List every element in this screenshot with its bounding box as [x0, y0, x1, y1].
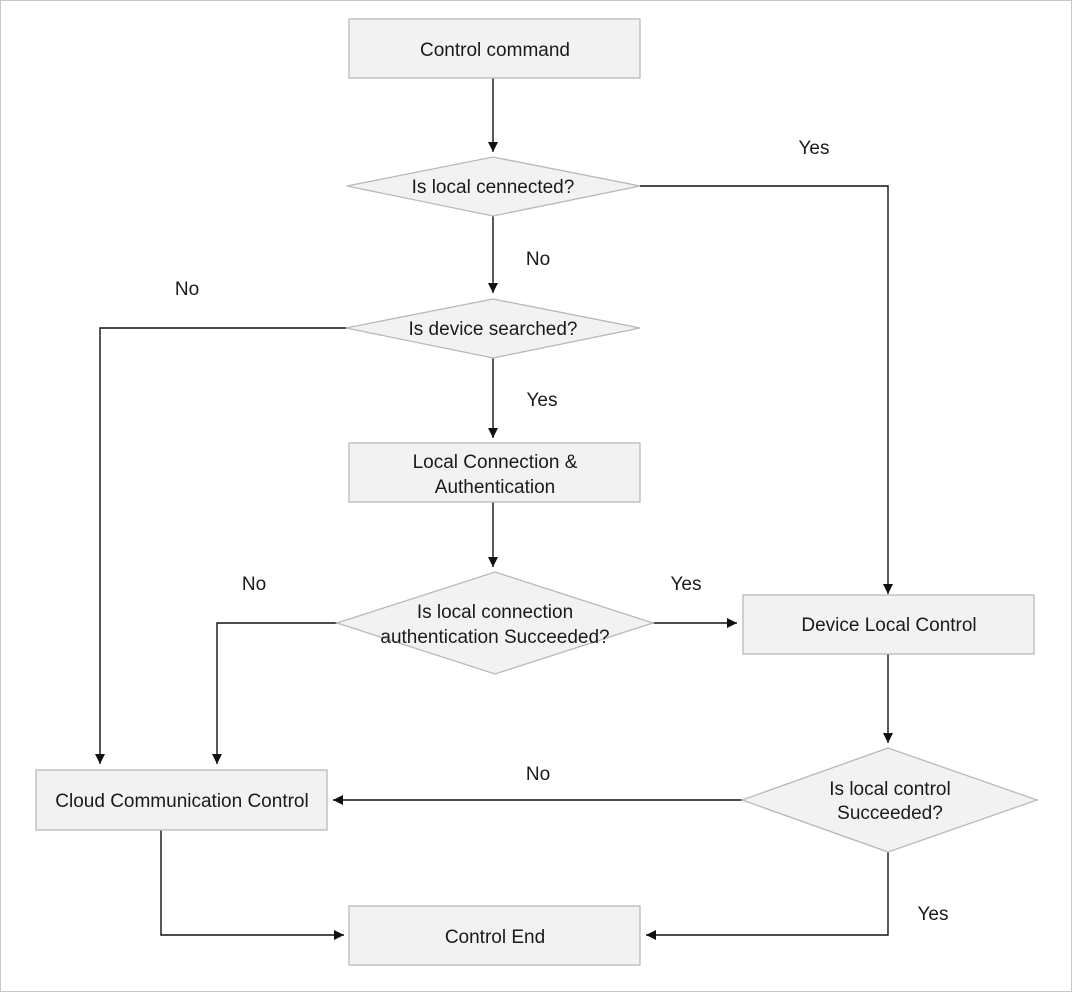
node-label: Is local cennected?: [412, 177, 575, 198]
decision-is-device-searched: Is device searched?: [345, 298, 641, 359]
decision-is-local-control-succeeded: Is local control Succeeded?: [740, 747, 1039, 853]
node-label: Control End: [445, 927, 545, 948]
node-local-connection-auth: Local Connection & Authentication: [348, 442, 641, 503]
node-control-end: Control End: [348, 905, 641, 966]
node-label: Device Local Control: [801, 615, 976, 636]
node-cloud-communication-control: Cloud Communication Control: [35, 769, 328, 831]
node-label: Is device searched?: [409, 319, 578, 340]
edge-label-auth-yes: Yes: [671, 574, 702, 595]
edge-labels: Yes No No Yes No Yes No Yes: [175, 138, 949, 925]
node-label-line1: Local Connection &: [413, 452, 578, 473]
node-device-local-control: Device Local Control: [742, 594, 1035, 655]
edge-auth-no-to-cloud: [212, 622, 337, 764]
node-label-line1: Is local control: [829, 779, 950, 800]
edge-cloud-to-end: [160, 830, 344, 940]
node-label: Control command: [420, 40, 570, 61]
edge-label-connected-no: No: [526, 249, 550, 270]
decision-is-auth-succeeded: Is local connection authentication Succe…: [334, 571, 656, 675]
node-label-line2: Authentication: [435, 477, 555, 498]
node-label-line1: Is local connection: [417, 602, 573, 623]
node-label-line2: Succeeded?: [837, 803, 943, 824]
edge-connected-yes-to-local-control: [640, 185, 893, 594]
edge-label-auth-no: No: [242, 574, 266, 595]
edge-label-searched-no: No: [175, 279, 199, 300]
edges: [95, 78, 893, 940]
node-label: Cloud Communication Control: [55, 791, 308, 812]
edge-searched-no-to-cloud: [95, 327, 346, 764]
edge-label-connected-yes: Yes: [799, 138, 830, 159]
edge-control-yes-to-end: [646, 852, 889, 940]
node-label-line2: authentication Succeeded?: [380, 627, 609, 648]
edge-label-control-yes: Yes: [918, 904, 949, 925]
edge-label-control-no: No: [526, 764, 550, 785]
edge-label-searched-yes: Yes: [527, 390, 558, 411]
decision-is-local-connected: Is local cennected?: [346, 156, 641, 217]
node-control-command: Control command: [348, 18, 641, 79]
